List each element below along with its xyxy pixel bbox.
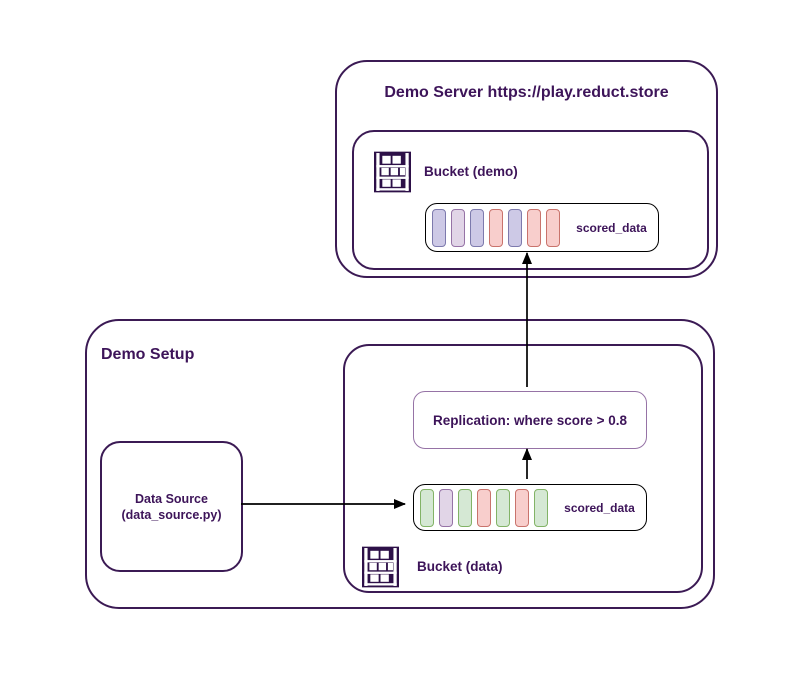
demo-server-title: Demo Server https://play.reduct.store xyxy=(384,84,669,101)
data-source-node: Data Source (data_source.py) xyxy=(100,441,243,572)
record-pill-green xyxy=(458,488,472,527)
record-pill-lavender xyxy=(470,208,484,247)
record-pills xyxy=(420,488,553,527)
record-pill-lavender xyxy=(432,208,446,247)
record-pill-purple xyxy=(451,208,465,247)
data-source-label-line1: Data Source xyxy=(135,491,208,506)
record-pill-purple xyxy=(439,488,453,527)
record-pill-pink xyxy=(527,208,541,247)
record-pill-green xyxy=(420,488,434,527)
record-pill-green xyxy=(534,488,548,527)
record-pill-pink xyxy=(477,488,491,527)
record-pill-pink xyxy=(489,208,503,247)
demo-setup-container: Demo Setup Data Source (data_source.py) … xyxy=(85,319,715,609)
stream-scored-data-source: scored_data xyxy=(413,484,647,531)
demo-server-container: Demo Server https://play.reduct.store Bu… xyxy=(335,60,718,278)
replication-task-node: Replication: where score > 0.8 xyxy=(413,391,647,449)
data-source-label-line2: (data_source.py) xyxy=(121,507,222,522)
record-pill-green xyxy=(496,488,510,527)
bucket-shelf-icon xyxy=(362,546,399,588)
record-pills xyxy=(432,208,565,247)
stream-label: scored_data xyxy=(576,220,647,235)
bucket-data-label: Bucket (data) xyxy=(417,559,503,574)
demo-setup-title: Demo Setup xyxy=(101,346,195,363)
bucket-data-container: Replication: where score > 0.8 scored_da… xyxy=(343,344,703,593)
record-pill-lavender xyxy=(508,208,522,247)
stream-scored-data-demo: scored_data xyxy=(425,203,659,252)
bucket-demo-label: Bucket (demo) xyxy=(424,164,518,179)
record-pill-pink xyxy=(546,208,560,247)
bucket-shelf-icon xyxy=(374,151,411,193)
bucket-demo-container: Bucket (demo) scored_data xyxy=(352,130,709,270)
record-pill-pink xyxy=(515,488,529,527)
stream-label: scored_data xyxy=(564,500,635,515)
